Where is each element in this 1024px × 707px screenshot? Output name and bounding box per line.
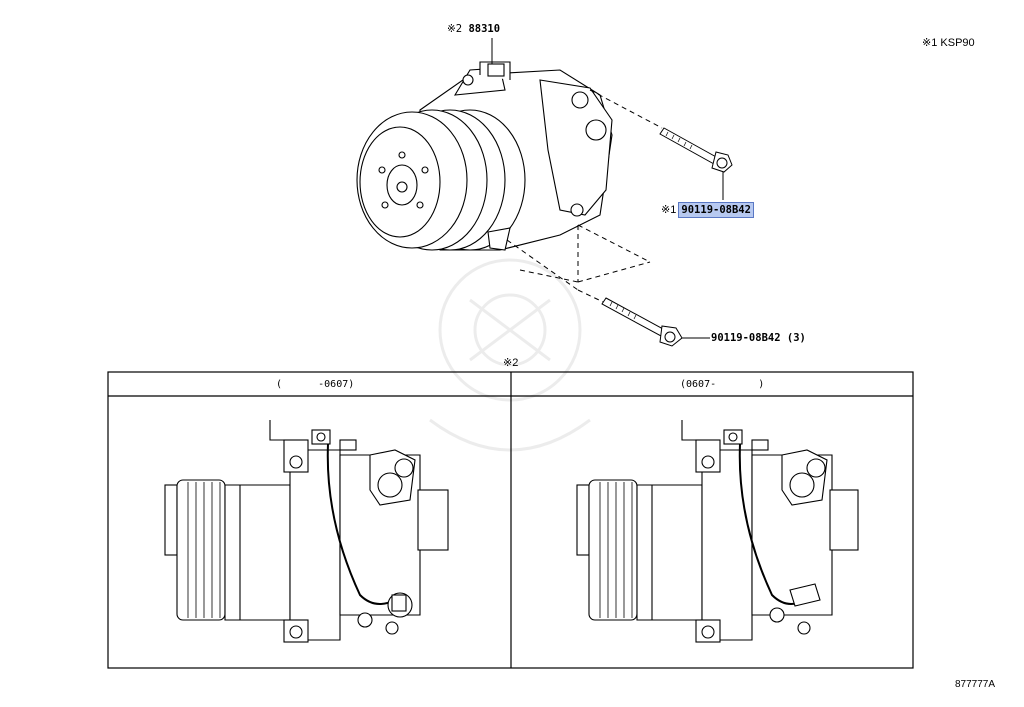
callout-88310-mark: ※2: [447, 23, 463, 35]
drawing-id: 877777A: [955, 679, 996, 690]
callout-upper-bolt[interactable]: ※1 90119-08B42: [661, 202, 754, 218]
callout-upper-bolt-mark: ※1: [661, 204, 677, 216]
detail-panel-mark: ※2: [503, 357, 519, 369]
compressor-main[interactable]: [356, 61, 613, 251]
detail-right-header: (0607- ): [680, 379, 765, 390]
detail-panel-frame: [107, 371, 914, 669]
lower-bolt[interactable]: [601, 297, 683, 347]
upper-bolt[interactable]: [659, 127, 733, 173]
callout-lower-bolt-part[interactable]: 90119-08B42: [711, 332, 781, 344]
callout-88310[interactable]: ※2 88310: [447, 23, 500, 36]
callout-upper-bolt-part[interactable]: 90119-08B42: [678, 202, 754, 218]
callout-88310-part[interactable]: 88310: [468, 23, 501, 35]
compressor-variant-right[interactable]: [576, 420, 859, 643]
callout-lower-bolt-qty: (3): [786, 332, 806, 344]
callout-lower-bolt[interactable]: 90119-08B42 (3): [711, 332, 806, 345]
detail-left-header: ( -0607): [276, 379, 355, 390]
compressor-variant-left[interactable]: [164, 420, 449, 643]
model-note: ※1 KSP90: [922, 37, 975, 49]
